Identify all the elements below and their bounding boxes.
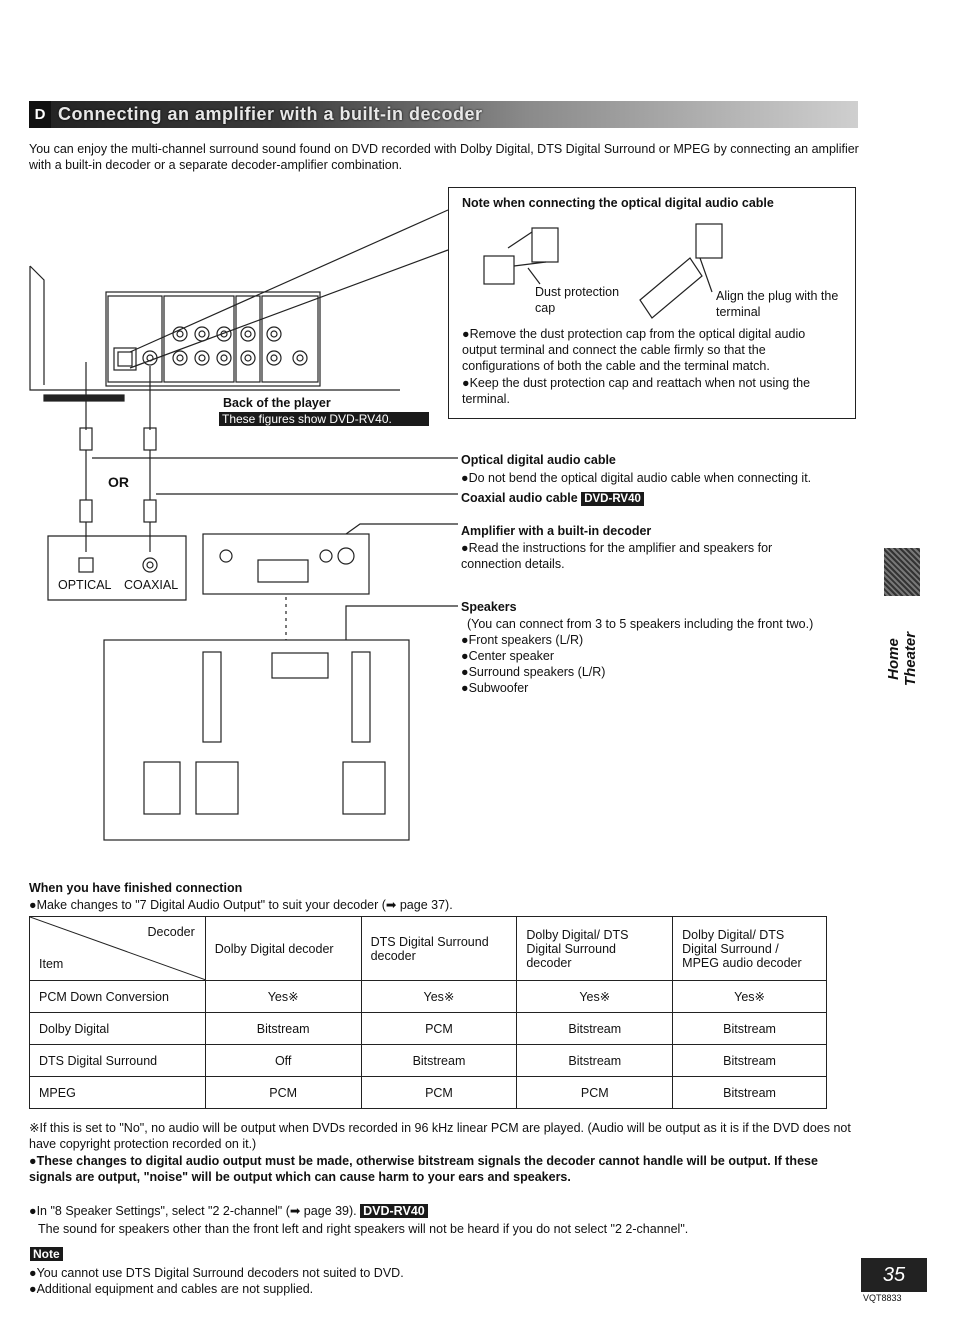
finished-text: ●Make changes to "7 Digital Audio Output… (29, 898, 453, 912)
warning-text: ●These changes to digital audio output m… (29, 1154, 818, 1184)
column-header: Dolby Digital/ DTS Digital Surround deco… (516, 916, 674, 981)
table-row: DTS Digital Surround Off Bitstream Bitst… (29, 1044, 827, 1077)
optical-cable-title: Optical digital audio cable (461, 453, 616, 467)
notes-list: ●You cannot use DTS Digital Surround dec… (29, 1265, 404, 1297)
connection-diagram (29, 209, 723, 841)
row-item: DTS Digital Surround (29, 1044, 206, 1077)
table-header-row: Decoder Item Dolby Digital decoder DTS D… (29, 916, 827, 981)
table-cell: Bitstream (516, 1012, 674, 1045)
finished-title: When you have finished connection (29, 881, 243, 895)
or-label: OR (108, 474, 129, 490)
speakers-title: Speakers (461, 600, 517, 614)
back-of-player-label: Back of the player (223, 396, 331, 410)
speakers-list: ●Front speakers (L/R) ●Center speaker ●S… (461, 632, 605, 696)
section-header-bar (29, 101, 858, 128)
optical-cable-text: ●Do not bend the optical digital audio c… (461, 471, 812, 485)
column-header: Dolby Digital/ DTS Digital Surround / MP… (672, 916, 827, 981)
table-cell: PCM (204, 1076, 362, 1109)
document-code: VQT8833 (863, 1293, 902, 1303)
table-cell: Bitstream (672, 1044, 827, 1077)
speaker-setting-sub: The sound for speakers other than the fr… (38, 1222, 689, 1236)
amplifier-text: ●Read the instructions for the amplifier… (461, 541, 773, 571)
list-item: ●Subwoofer (461, 681, 529, 695)
table-cell: PCM (360, 1076, 518, 1109)
corner-decoder-label: Decoder (147, 925, 195, 939)
list-item: ●Front speakers (L/R) (461, 633, 584, 647)
align-plug-label: Align the plug with the terminal (716, 289, 839, 319)
figures-show-label: These figures show DVD-RV40. (222, 412, 392, 426)
table-cell: Bitstream (204, 1012, 362, 1045)
side-tab-marker (884, 548, 920, 596)
optical-cable-note-box (448, 187, 856, 419)
amplifier-title: Amplifier with a built-in decoder (461, 524, 652, 538)
speaker-setting-text: ●In "8 Speaker Settings", select "2 2-ch… (29, 1203, 859, 1219)
row-item: MPEG (29, 1076, 206, 1109)
coaxial-input-label: COAXIAL (124, 578, 179, 592)
table-row: MPEG PCM PCM PCM Bitstream (29, 1076, 827, 1109)
note-label: Note (30, 1247, 63, 1261)
section-letter: D (29, 101, 51, 128)
page-number: 35 (861, 1258, 927, 1292)
row-item: Dolby Digital (29, 1012, 206, 1045)
table-cell: Yes※ (204, 980, 362, 1013)
digital-output-table: Decoder Item Dolby Digital decoder DTS D… (29, 916, 827, 1109)
side-tab-label: Home Theater (885, 631, 919, 687)
list-item: ●Surround speakers (L/R) (461, 665, 606, 679)
table-cell: Yes※ (516, 980, 674, 1013)
table-cell: PCM (516, 1076, 674, 1109)
section-title: Connecting an amplifier with a built-in … (58, 104, 483, 124)
table-footnote: ※If this is set to "No", no audio will b… (29, 1121, 851, 1151)
table-cell: Bitstream (672, 1012, 827, 1045)
list-item: ●You cannot use DTS Digital Surround dec… (29, 1266, 404, 1280)
intro-text: You can enjoy the multi-channel surround… (29, 142, 859, 172)
corner-item-label: Item (39, 957, 64, 971)
column-header: DTS Digital Surround decoder (360, 916, 518, 981)
table-cell: Bitstream (516, 1044, 674, 1077)
table-cell: PCM (360, 1012, 518, 1045)
table-corner-cell: Decoder Item (29, 916, 206, 981)
optical-input-label: OPTICAL (58, 578, 112, 592)
table-cell: Yes※ (672, 980, 827, 1013)
table-row: Dolby Digital Bitstream PCM Bitstream Bi… (29, 1012, 827, 1045)
note-box-bullet-1: ●Remove the dust protection cap from the… (462, 327, 806, 373)
table-cell: Bitstream (360, 1044, 518, 1077)
list-item: ●Center speaker (461, 649, 555, 663)
table-cell: Off (204, 1044, 362, 1077)
dvd-rv40-tag: DVD-RV40 (360, 1204, 428, 1218)
list-item: ●Additional equipment and cables are not… (29, 1282, 314, 1296)
table-cell: Yes※ (360, 980, 518, 1013)
column-header: Dolby Digital decoder (204, 916, 362, 981)
coaxial-cable-title: Coaxial audio cable DVD-RV40 (461, 490, 644, 506)
note-box-bullet-2: ●Keep the dust protection cap and reatta… (462, 376, 811, 406)
dvd-rv40-tag: DVD-RV40 (581, 492, 644, 506)
speakers-intro: (You can connect from 3 to 5 speakers in… (467, 617, 814, 631)
table-row: PCM Down Conversion Yes※ Yes※ Yes※ Yes※ (29, 980, 827, 1013)
note-box-title: Note when connecting the optical digital… (462, 196, 774, 210)
row-item: PCM Down Conversion (29, 980, 206, 1013)
dust-cap-label: Dust protection cap (535, 285, 620, 315)
table-cell: Bitstream (672, 1076, 827, 1109)
